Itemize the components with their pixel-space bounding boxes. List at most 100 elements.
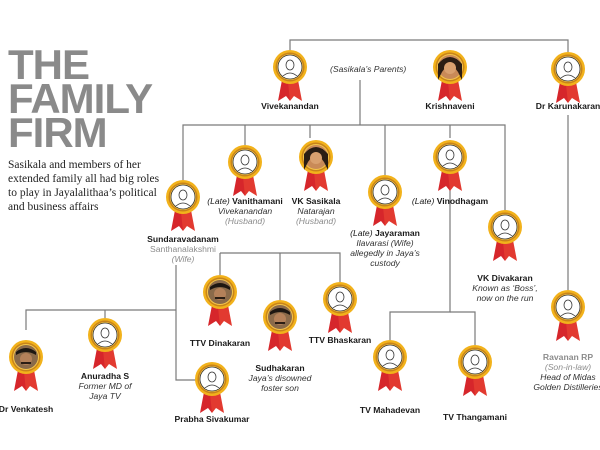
name-prefix: (Late) bbox=[350, 228, 373, 238]
person-note: (Husband) bbox=[224, 216, 266, 226]
person-name: TV Mahadevan bbox=[335, 405, 445, 415]
sudhakaran-medal-icon bbox=[260, 300, 300, 352]
person-name: Anuradha S bbox=[50, 371, 160, 381]
person-note: Jaya’s disowned bbox=[248, 373, 312, 383]
page-title: THE FAMILY FIRM bbox=[8, 41, 168, 156]
anuradha-medal-icon bbox=[85, 318, 125, 370]
vanithamani-medal-icon bbox=[225, 145, 265, 197]
person-name: TTV Bhaskaran bbox=[285, 335, 395, 345]
karunakaran-medal-icon bbox=[548, 52, 588, 104]
vivekanandan-medal-icon bbox=[270, 50, 310, 102]
person-note: Former MD of bbox=[78, 381, 132, 391]
connector-top bbox=[289, 39, 569, 52]
prabha-label: Prabha Sivakumar bbox=[157, 414, 267, 424]
name-text: Sudhakaran bbox=[255, 363, 305, 373]
person-name: Vivekanandan bbox=[235, 101, 345, 111]
person-name: Dr Venkatesh bbox=[0, 404, 81, 414]
person-name: (Late) Vinodhagam bbox=[395, 196, 505, 206]
thangamani-label: TV Thangamani bbox=[420, 412, 530, 422]
karunakaran-label: Dr Karunakaran bbox=[513, 101, 600, 111]
name-text: Dr Karunakaran bbox=[535, 101, 600, 111]
vinodhagam-label: (Late) Vinodhagam bbox=[395, 196, 505, 206]
vivekanandan-label: Vivekanandan bbox=[235, 101, 345, 111]
name-text: Sundaravadanam bbox=[147, 234, 219, 244]
person-note: Known as ‘Boss’, bbox=[472, 283, 538, 293]
connector-vanithamani-children bbox=[220, 252, 341, 282]
name-text: TTV Dinakaran bbox=[189, 338, 251, 348]
person-name: Ravanan RP bbox=[513, 352, 600, 362]
sundaravadanam-medal-icon bbox=[163, 180, 203, 232]
person-name: (Late) Jayaraman bbox=[330, 228, 440, 238]
person-name: Prabha Sivakumar bbox=[157, 414, 267, 424]
thangamani-medal-icon bbox=[455, 345, 495, 397]
person-name: Sudhakaran bbox=[225, 363, 335, 373]
intro-text: Sasikala and members of her extended fam… bbox=[8, 159, 160, 213]
person-note: (Husband) bbox=[295, 216, 337, 226]
parents-note: (Sasikala’s Parents) bbox=[330, 64, 407, 74]
mahadevan-label: TV Mahadevan bbox=[335, 405, 445, 415]
name-text: Prabha Sivakumar bbox=[174, 414, 250, 424]
bhaskaran-medal-icon bbox=[320, 282, 360, 334]
bhaskaran-label: TTV Bhaskaran bbox=[285, 335, 395, 345]
person-note: Vivekanandan bbox=[217, 206, 273, 216]
title-line-2: FAMILY bbox=[8, 75, 153, 122]
person-note: (Wife) bbox=[171, 254, 195, 264]
prabha-medal-icon bbox=[192, 362, 232, 414]
name-text: VK Sasikala bbox=[291, 196, 341, 206]
name-prefix: (Late) bbox=[411, 196, 435, 206]
name-prefix: (Late) bbox=[207, 196, 230, 206]
name-text: Vinodhagam bbox=[436, 196, 489, 206]
krishnaveni-label: Krishnaveni bbox=[395, 101, 505, 111]
person-note: custody bbox=[370, 258, 400, 268]
person-note: Golden Distilleries bbox=[533, 382, 600, 392]
title-line-3: FIRM bbox=[8, 109, 108, 156]
dinakaran-medal-icon bbox=[200, 275, 240, 327]
name-text: Vanithamani bbox=[232, 196, 283, 206]
title-line-1: THE bbox=[8, 41, 90, 88]
name-text: TTV Bhaskaran bbox=[308, 335, 372, 345]
person-note: Head of Midas bbox=[540, 372, 596, 382]
name-text: Anuradha S bbox=[80, 371, 130, 381]
connector-parents-children bbox=[182, 124, 506, 210]
venkatesh-medal-icon bbox=[6, 340, 46, 392]
person-note: foster son bbox=[261, 383, 299, 393]
name-text: Jayaraman bbox=[374, 228, 420, 238]
person-note: Jaya TV bbox=[89, 391, 121, 401]
connector-vinodhagam-children bbox=[389, 185, 451, 340]
person-name: TTV Dinakaran bbox=[165, 338, 275, 348]
person-name: VK Sasikala bbox=[261, 196, 371, 206]
venkatesh-label: Dr Venkatesh bbox=[0, 404, 81, 414]
mahadevan-medal-icon bbox=[370, 340, 410, 392]
krishnaveni-medal-icon bbox=[430, 50, 470, 102]
connector-sundaravadanam-children bbox=[175, 265, 198, 381]
person-note: Ilavarasi (Wife) bbox=[356, 238, 414, 248]
person-name: VK Divakaran bbox=[450, 273, 560, 283]
vinodhagam-medal-icon bbox=[430, 140, 470, 192]
name-text: Krishnaveni bbox=[425, 101, 475, 111]
divakaran-medal-icon bbox=[485, 210, 525, 262]
person-note: allegedly in Jaya’s bbox=[350, 248, 420, 258]
ravanan-medal-icon bbox=[548, 290, 588, 342]
person-name: Sundaravadanam bbox=[128, 234, 238, 244]
person-note: Santhanalakshmi bbox=[150, 244, 216, 254]
person-name: Dr Karunakaran bbox=[513, 101, 600, 111]
name-text: TV Mahadevan bbox=[359, 405, 421, 415]
person-note: Natarajan bbox=[297, 206, 335, 216]
person-note: now on the run bbox=[476, 293, 534, 303]
name-text: VK Divakaran bbox=[477, 273, 533, 283]
sasikala-medal-icon bbox=[296, 140, 336, 192]
name-text: TV Thangamani bbox=[443, 412, 507, 422]
dinakaran-label: TTV Dinakaran bbox=[165, 338, 275, 348]
person-name: Krishnaveni bbox=[395, 101, 505, 111]
person-note: (Son-in-law) bbox=[544, 362, 592, 372]
name-text: Ravanan RP bbox=[542, 352, 594, 362]
person-name: TV Thangamani bbox=[420, 412, 530, 422]
person-name: (Late) Vanithamani bbox=[190, 196, 300, 206]
name-text: Dr Venkatesh bbox=[0, 404, 54, 414]
